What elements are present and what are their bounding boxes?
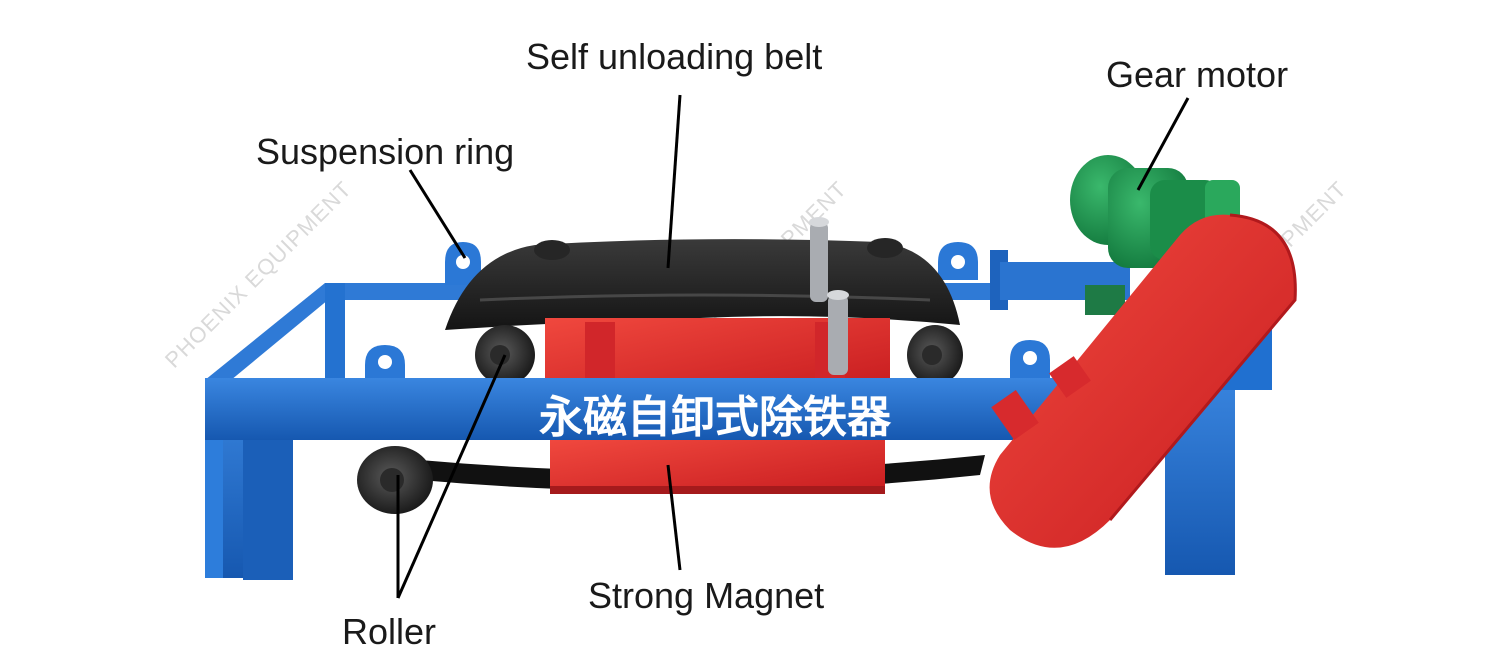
- leader-roller-2: [396, 354, 507, 599]
- suspension-rings: [365, 242, 1050, 383]
- label-self-unloading-belt: Self unloading belt: [526, 36, 823, 77]
- leader-motor: [1136, 97, 1190, 191]
- label-strong-magnet: Strong Magnet: [588, 575, 825, 616]
- handles: [809, 217, 849, 375]
- label-roller: Roller: [342, 611, 437, 652]
- leader-magnet: [666, 464, 682, 571]
- leader-lines: [396, 94, 1190, 599]
- leader-belt: [666, 94, 682, 269]
- label-suspension-ring: Suspension ring: [256, 131, 515, 172]
- rollers: [357, 238, 963, 514]
- leader-ring: [408, 169, 467, 259]
- nameplate-text: 永磁自卸式除铁器: [539, 392, 892, 443]
- gear-motor: [1070, 155, 1240, 315]
- belt-guard: [989, 213, 1297, 548]
- label-gear-motor: Gear motor: [1106, 54, 1289, 95]
